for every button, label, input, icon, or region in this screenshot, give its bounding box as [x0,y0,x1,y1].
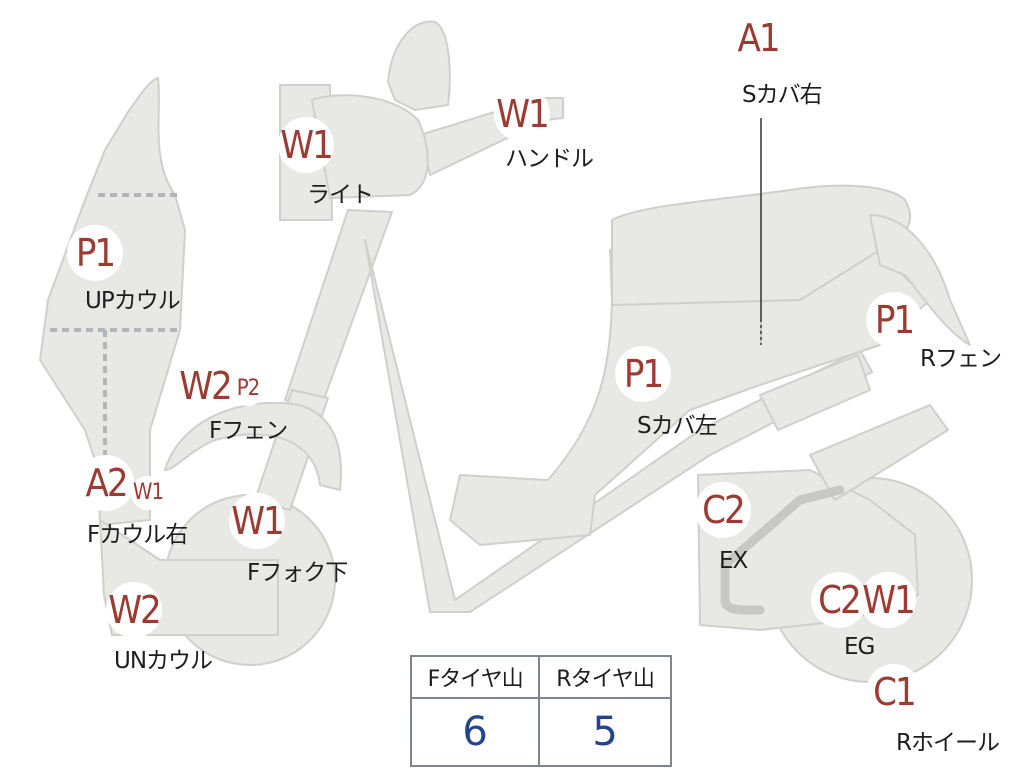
floor-frame-shape [364,239,873,613]
light-code-badge: W1 [278,117,334,173]
front-fender-shape [164,401,342,491]
rear-wheel-label: Rホイール [896,730,1000,756]
front-cowl-right-label: Fカウル右 [87,522,188,548]
rear-tread-value: 5 [538,697,672,767]
rear-wheel-code-badge: C1 [866,664,922,720]
steering-column-shape [284,209,393,411]
head-cowl-shape [311,94,429,199]
engine-code-badge-w1: W1 [860,572,916,628]
seat-cover-shape [449,249,931,546]
upper-cowl-code-badge: P1 [67,225,123,281]
front-fork-lower-code-badge: W1 [229,493,285,549]
seat-cover-right-label: Sカバ右 [742,82,823,108]
under-cowl-label: UNカウル [114,648,213,674]
seat-cover-left-code-badge: P1 [615,346,671,402]
front-cowl-right-code-badge-w1: W1 [131,476,165,510]
rear-fender-label: Rフェン [920,346,1002,372]
engine-code-badge-c2: C2 [811,572,867,628]
under-cowl-code-badge: W2 [106,582,162,638]
engine-label: EG [844,634,875,660]
exhaust-label: EX [719,548,748,574]
muffler-shape [759,354,871,431]
front-fender-code-badge-p2: P2 [231,372,265,406]
rear-fender-code-badge: P1 [866,292,922,348]
front-tread-value: 6 [409,697,541,767]
front-tread-header: Fタイヤ山 [409,655,541,699]
upper-cowl-label: UPカウル [85,288,181,314]
seat-cover-right-code-badge: A1 [730,10,786,66]
front-fender-label: Fフェン [209,418,288,444]
front-fender-code-badge-w2: W2 [177,358,233,414]
seat-cover-left-label: Sカバ左 [637,413,718,439]
handle-code-badge: W1 [494,86,550,142]
front-fork-lower-label: Fフォク下 [247,560,348,586]
handle-label: ハンドル [505,146,594,172]
exhaust-code-badge: C2 [695,482,751,538]
exhaust-pipe-shape [720,485,845,615]
light-label: ライト [307,182,374,208]
rear-tread-header: Rタイヤ山 [538,655,672,699]
windshield-shape [387,20,451,111]
tread-depth-table: Fタイヤ山 Rタイヤ山 6 5 [409,655,672,767]
rear-fender-shape [869,214,971,346]
front-cowl-right-code-badge-a2: A2 [78,455,134,511]
rear-shock-shape [809,404,949,501]
